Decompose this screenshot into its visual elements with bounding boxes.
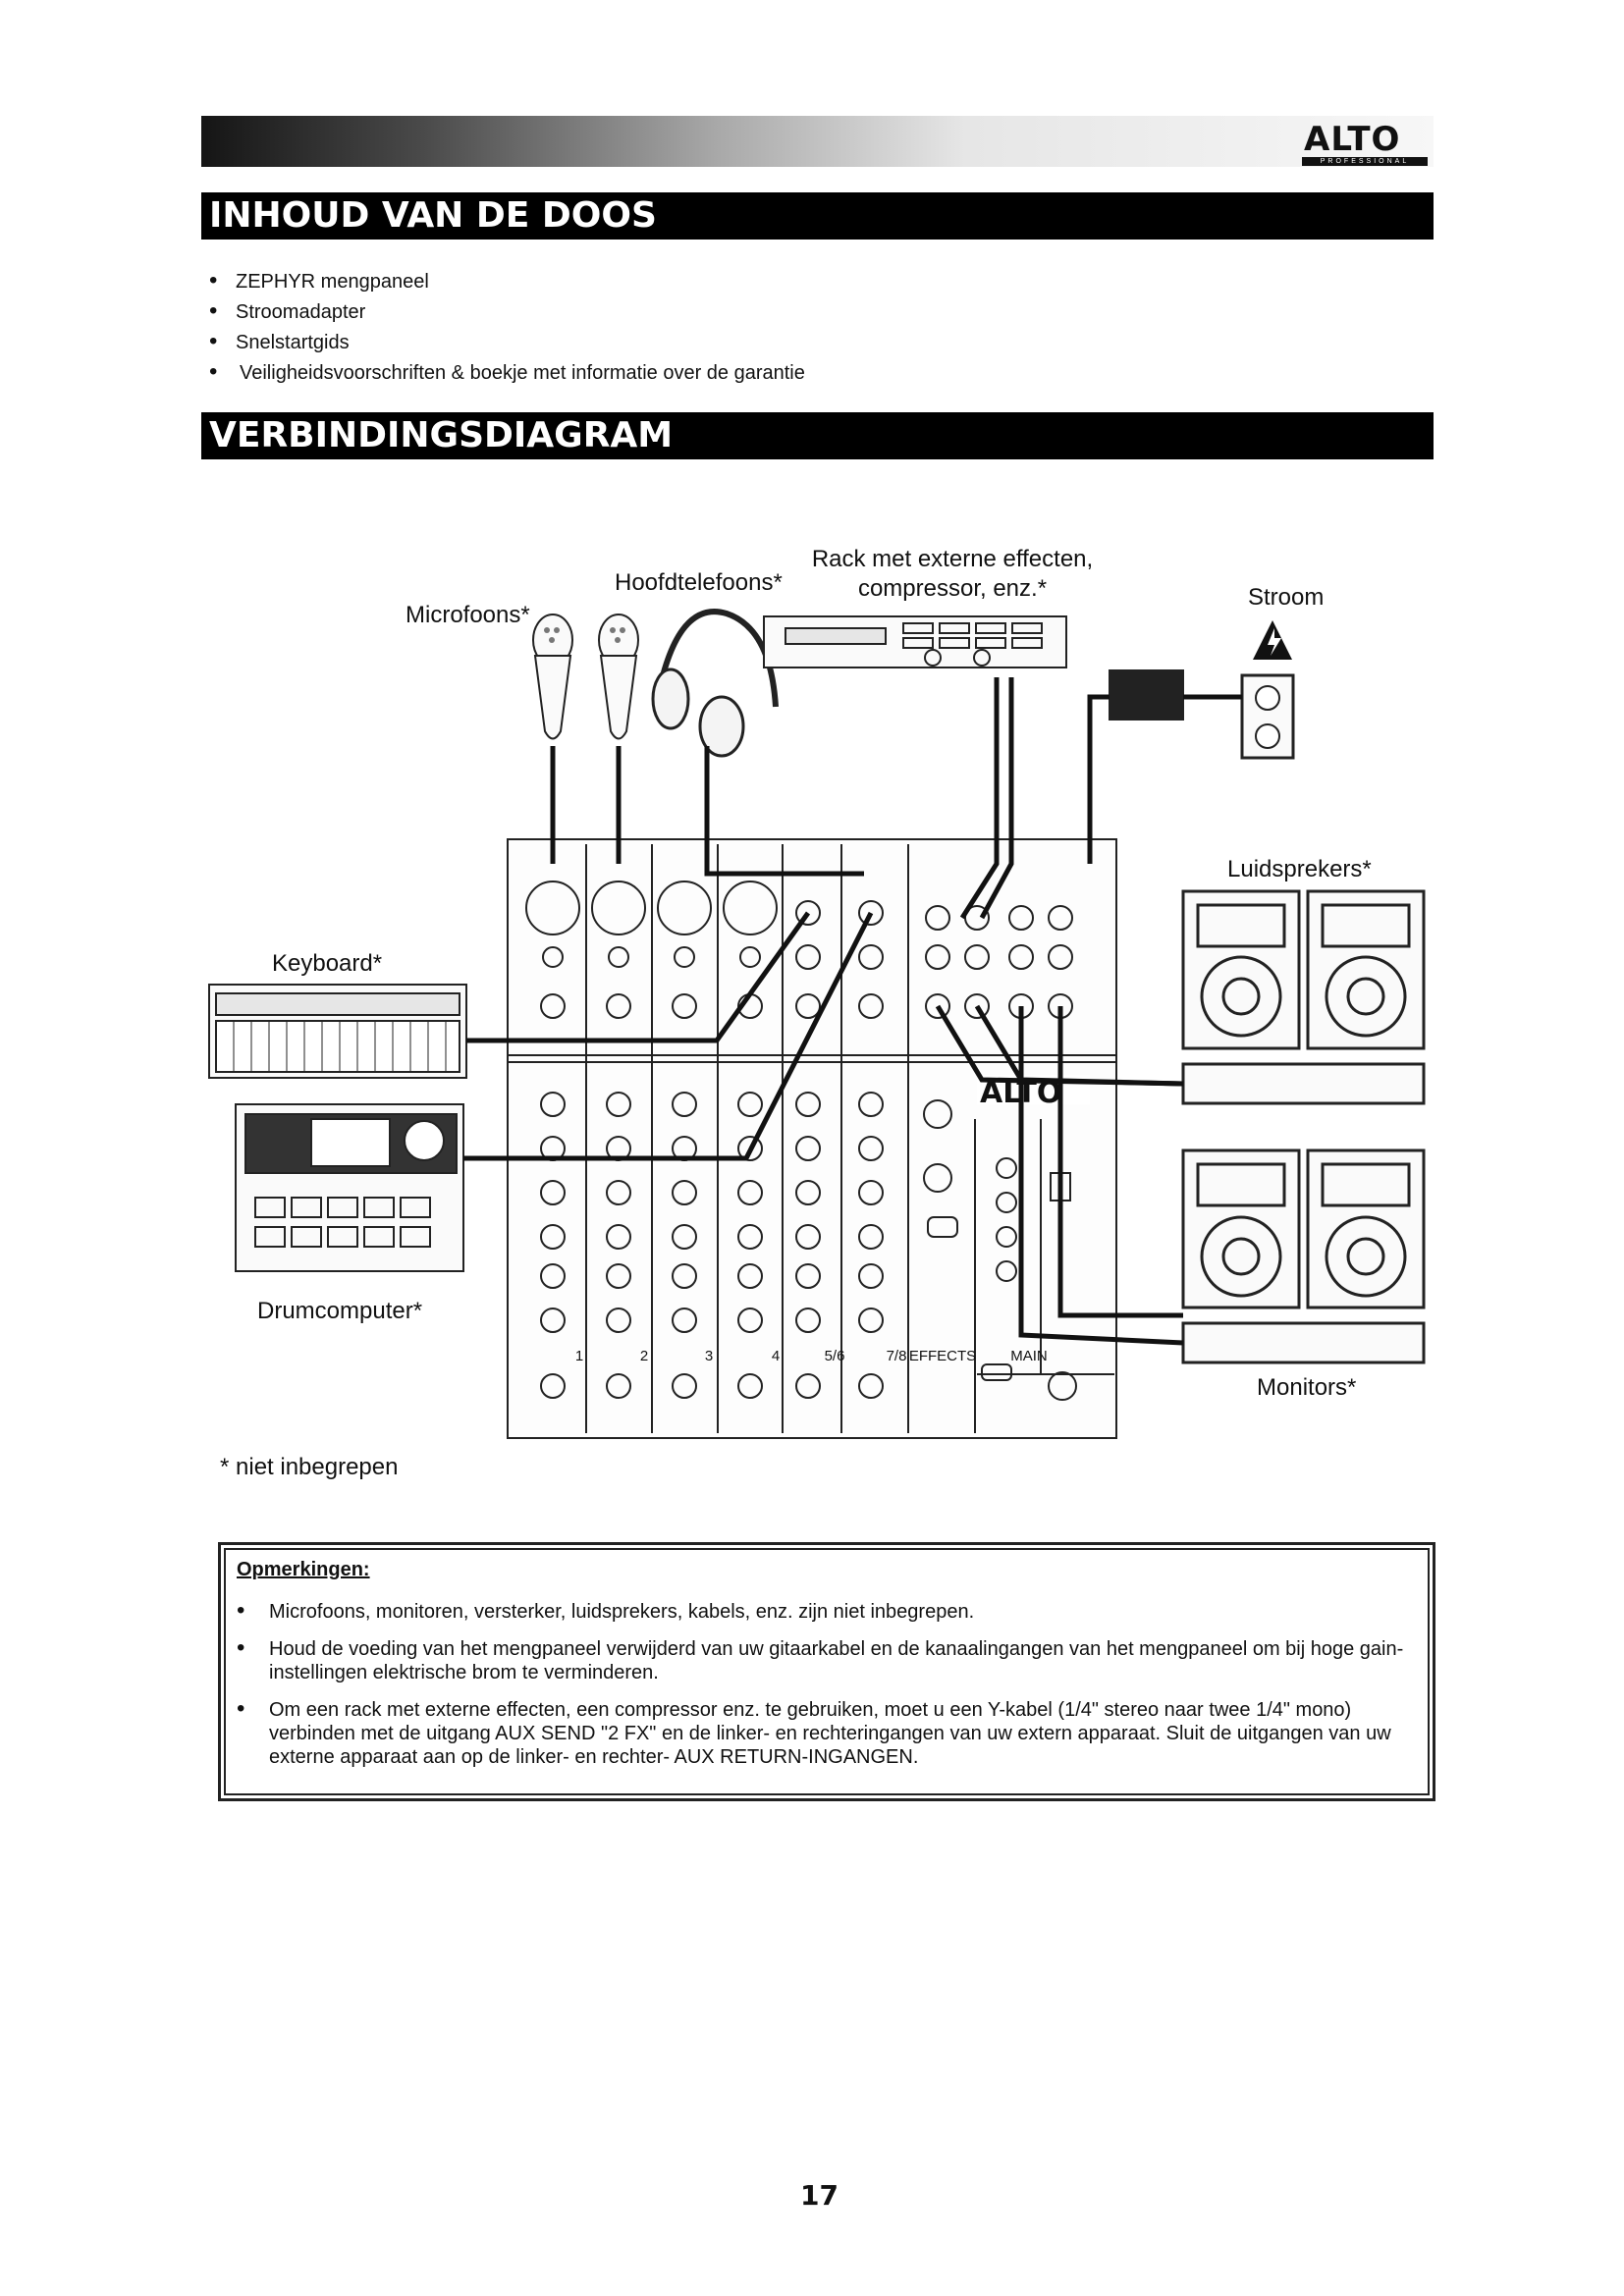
- contents-list: ZEPHYR mengpaneel Stroomadapter Snelstar…: [206, 267, 805, 389]
- rack-label-line2: compressor, enz.*: [805, 575, 1100, 603]
- list-item: Snelstartgids: [206, 328, 805, 358]
- channel-label: 5/6: [825, 1348, 845, 1364]
- main-label: MAIN: [1010, 1348, 1048, 1364]
- channel-label: 4: [772, 1348, 780, 1364]
- monitor-speakers: [1183, 1150, 1424, 1362]
- channel-label: 7/8: [887, 1348, 907, 1364]
- logo-subtext: PROFESSIONAL: [1302, 157, 1428, 166]
- keyboard-label: Keyboard*: [272, 950, 382, 978]
- header-gradient-bar: [201, 116, 1434, 167]
- page-number: 17: [800, 2179, 830, 2212]
- note-item: • Microfoons, monitoren, versterker, lui…: [237, 1600, 1420, 1624]
- effects-rack: [764, 616, 1066, 667]
- rack-label-line1: Rack met externe effecten,: [805, 546, 1100, 573]
- alto-logo: ALTO PROFESSIONAL: [1294, 120, 1434, 167]
- notes-title: Opmerkingen:: [237, 1559, 370, 1581]
- main-speakers: [1183, 891, 1424, 1103]
- channel-label: 1: [575, 1348, 583, 1364]
- headphones-label: Hoofdtelefoons*: [615, 569, 783, 597]
- logo-text: ALTO: [1304, 120, 1400, 159]
- drum-machine: [236, 1104, 463, 1271]
- list-item: Stroomadapter: [206, 297, 805, 328]
- footnote: * niet inbegrepen: [220, 1454, 398, 1481]
- note-item: • Houd de voeding van het mengpaneel ver…: [237, 1637, 1420, 1684]
- monitors-label: Monitors*: [1257, 1374, 1356, 1402]
- section-title-contents: INHOUD VAN DE DOOS: [201, 192, 1434, 240]
- note-item: • Om een rack met externe effecten, een …: [237, 1698, 1420, 1769]
- power-label: Stroom: [1248, 584, 1324, 612]
- effects-label: EFFECTS: [909, 1348, 976, 1364]
- section-title-diagram: VERBINDINGSDIAGRAM: [201, 412, 1434, 459]
- list-item: Veiligheidsvoorschriften & boekje met in…: [206, 358, 805, 389]
- speakers-label: Luidsprekers*: [1227, 856, 1372, 883]
- channel-label: 2: [640, 1348, 648, 1364]
- warning-icon: [1253, 620, 1292, 660]
- headphones: [653, 612, 776, 756]
- drum-machine-label: Drumcomputer*: [257, 1298, 422, 1325]
- list-item: ZEPHYR mengpaneel: [206, 267, 805, 297]
- microphones-label: Microfoons*: [406, 602, 530, 629]
- channel-label: 3: [705, 1348, 713, 1364]
- power-adapter: [1110, 670, 1293, 758]
